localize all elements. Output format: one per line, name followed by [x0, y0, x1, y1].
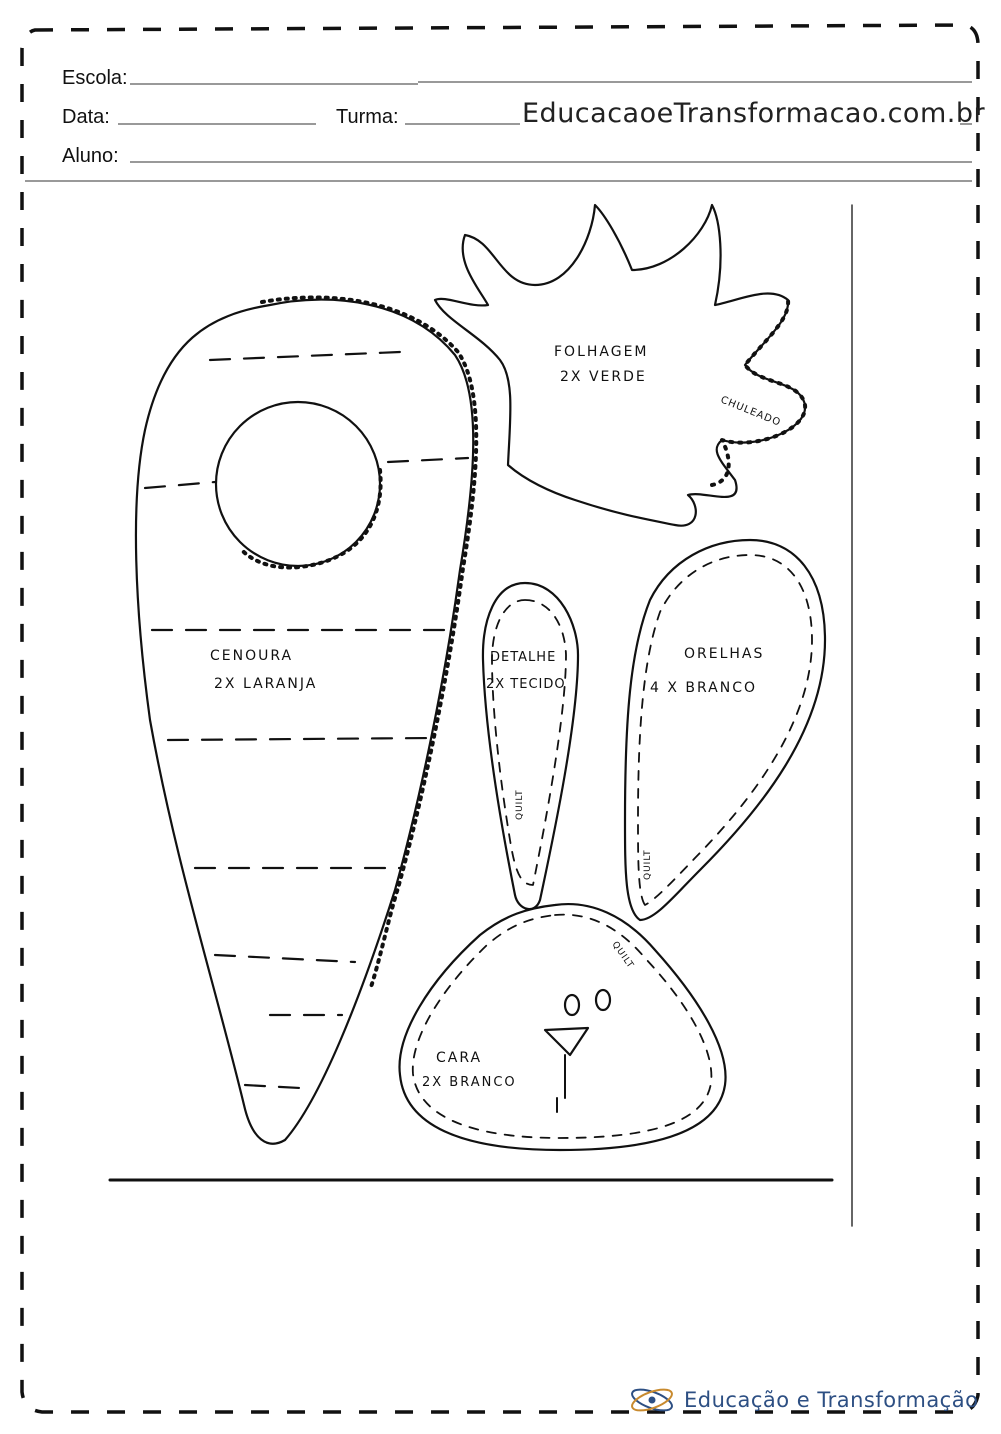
face-piece: [398, 903, 727, 1152]
leaves-piece: [433, 203, 808, 527]
brand: Educação e Transformação: [628, 1384, 978, 1416]
leaves-label-title: FOLHAGEM: [554, 344, 649, 360]
atom-logo-icon: [631, 1388, 673, 1412]
ears-label-qty: 4 X BRANCO: [650, 680, 757, 696]
detail-piece: [481, 581, 580, 911]
aluno-label: Aluno:: [62, 145, 119, 167]
detail-label-note: QUILT: [515, 789, 525, 820]
turma-label: Turma:: [336, 106, 399, 128]
face-eye-left: [563, 993, 581, 1017]
face-label-note: QUILT: [610, 940, 636, 971]
face-nose: [543, 1026, 590, 1057]
detail-label-title: DETALHE: [490, 650, 556, 665]
leaves-label-qty: 2X VERDE: [560, 369, 647, 385]
ears-piece: [623, 538, 827, 922]
ears-label-title: ORELHAS: [684, 646, 764, 662]
carrot-label-qty: 2X LARANJA: [214, 676, 317, 692]
carrot-piece: [134, 295, 479, 1145]
face-label-qty: 2X BRANCO: [422, 1075, 517, 1090]
carrot-label-title: CENOURA: [210, 648, 293, 664]
face-eye-right: [594, 988, 612, 1012]
face-label-title: CARA: [436, 1050, 482, 1066]
site-url: EducacaoeTransformacao.com.br: [522, 98, 986, 129]
data-label: Data:: [62, 106, 110, 128]
brand-name: Educação e Transformação: [684, 1388, 979, 1412]
ears-label-note: QUILT: [643, 849, 653, 880]
escola-label: Escola:: [62, 67, 128, 89]
leaves-label-note: CHULEADO: [719, 395, 783, 429]
detail-label-qty: 2X TECIDO: [486, 677, 566, 692]
